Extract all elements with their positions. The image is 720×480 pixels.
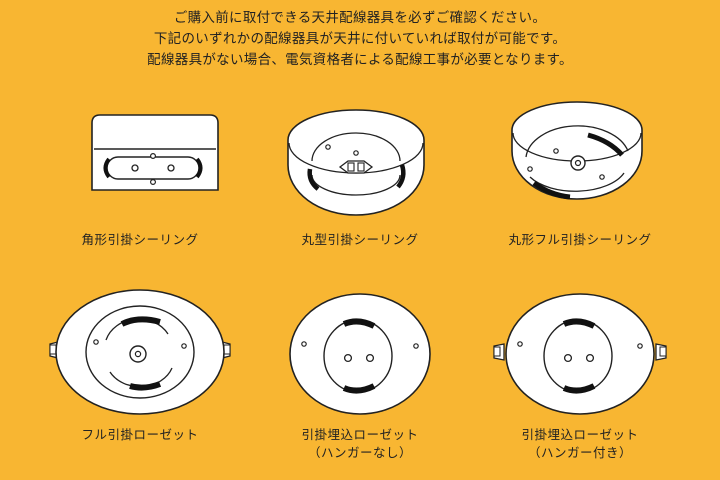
item-round-full-ceiling-hook: 丸形フル引掛シーリング bbox=[460, 95, 700, 260]
full-hook-rosette-icon bbox=[49, 289, 231, 415]
intro-line-2: 下記のいずれかの配線器具が天井に付いていれば取付が可能です。 bbox=[153, 31, 567, 47]
round-ceiling-hook-icon bbox=[287, 109, 425, 216]
item-embedded-rosette: 引掛埋込ローゼット （ハンガーなし） bbox=[240, 282, 480, 477]
intro-line-1: ご購入前に取付できる天井配線器具を必ずご確認ください。 bbox=[173, 10, 547, 26]
item-embedded-rosette-hanger: 引掛埋込ローゼット （ハンガー付き） bbox=[460, 282, 700, 477]
caption-embedded-rosette: 引掛埋込ローゼット （ハンガーなし） bbox=[301, 427, 419, 460]
square-ceiling-hook-icon bbox=[91, 114, 219, 191]
item-round-ceiling-hook: 丸型引掛シーリング bbox=[240, 95, 480, 260]
intro-text: ご購入前に取付できる天井配線器具を必ずご確認ください。 下記のいずれかの配線器具… bbox=[0, 8, 720, 71]
round-full-ceiling-hook-icon bbox=[511, 101, 643, 200]
caption-square-ceiling-hook: 角形引掛シーリング bbox=[81, 232, 199, 247]
caption-embedded-rosette-hanger: 引掛埋込ローゼット （ハンガー付き） bbox=[521, 427, 639, 460]
intro-line-3: 配線器具がない場合、電気資格者による配線工事が必要となります。 bbox=[147, 52, 573, 68]
item-full-hook-rosette: フル引掛ローゼット bbox=[20, 282, 260, 477]
caption-full-hook-rosette: フル引掛ローゼット bbox=[81, 427, 199, 442]
item-square-ceiling-hook: 角形引掛シーリング bbox=[20, 95, 260, 260]
caption-round-ceiling-hook: 丸型引掛シーリング bbox=[301, 232, 419, 247]
caption-round-full-ceiling-hook: 丸形フル引掛シーリング bbox=[508, 232, 652, 247]
embedded-rosette-icon bbox=[289, 293, 431, 415]
embedded-rosette-hanger-icon bbox=[493, 293, 667, 415]
